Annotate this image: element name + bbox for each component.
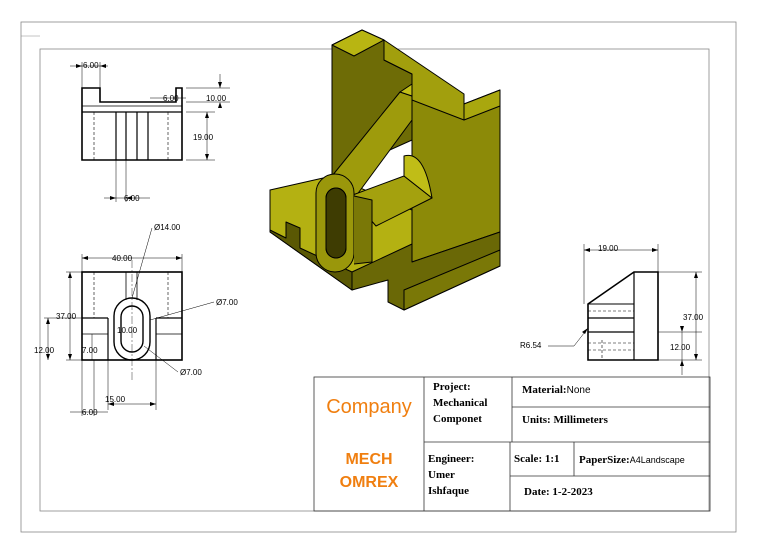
- dim-top-offset: 12.00: [34, 346, 55, 355]
- dim-top-left-small: 7.00: [82, 346, 98, 355]
- engineer-label: Engineer:: [428, 453, 475, 465]
- top-view: [44, 227, 215, 416]
- engineer-line2: Ishfaque: [428, 485, 469, 497]
- dim-side-radius: R6.54: [520, 341, 542, 350]
- company-line1: MECH: [345, 451, 393, 468]
- material-label: Material:: [522, 384, 567, 396]
- units-label: Units:: [522, 414, 551, 426]
- dim-side-bottom: 12.00: [670, 343, 691, 352]
- company-name: Company: [326, 396, 412, 418]
- units-field: Units: Millimeters: [522, 412, 608, 428]
- date-value: 1-2-2023: [552, 486, 593, 498]
- units-value: Millimeters: [553, 414, 608, 426]
- material-value: None: [566, 385, 591, 396]
- dim-side-height: 37.00: [683, 313, 704, 322]
- engineer-line1: Umer: [428, 469, 455, 481]
- dim-top-width: 40.00: [112, 254, 133, 263]
- side-view: [548, 244, 702, 375]
- dim-front-slot-width: 6.00: [163, 94, 179, 103]
- dim-top-inner: 10.00: [117, 326, 138, 335]
- dim-front-bottom-width: 6.00: [124, 194, 140, 203]
- dim-front-top-width: 6.00: [83, 61, 99, 70]
- papersize-value: A4Landscape: [629, 455, 685, 465]
- project-block: Project: Mechanical Componet: [433, 379, 487, 427]
- dim-top-depth: 37.00: [56, 312, 77, 321]
- date-field: Date: 1-2-2023: [524, 484, 593, 500]
- scale-value: 1:1: [544, 453, 560, 465]
- front-view: [70, 62, 230, 202]
- scale-label: Scale:: [514, 453, 543, 465]
- dim-top-hole-small: Ø7.00: [216, 298, 238, 307]
- material-field: Material:None: [522, 382, 591, 399]
- isometric-model: [269, 29, 501, 311]
- papersize-field: PaperSize:A4Landscape: [579, 452, 685, 468]
- scale-field: Scale: 1:1: [514, 451, 560, 467]
- outer-border: [20, 21, 737, 533]
- project-line1: Mechanical: [433, 397, 488, 409]
- project-line2: Componet: [433, 413, 482, 425]
- dim-top-hole-dia: Ø14.00: [154, 223, 181, 232]
- dim-top-bottom-width: 15.00: [105, 395, 126, 404]
- date-label: Date:: [524, 486, 550, 498]
- dim-top-bottom-left: 6.00: [82, 408, 98, 417]
- dim-front-total-height: 19.00: [193, 133, 214, 142]
- company-line2: OMREX: [339, 474, 399, 491]
- dim-top-hole-small2: Ø7.00: [180, 368, 202, 377]
- engineer-block: Engineer: Umer Ishfaque: [428, 451, 474, 499]
- project-label: Project:: [433, 381, 471, 393]
- title-block-grid: [313, 376, 711, 512]
- dim-front-top-height: 10.00: [206, 94, 227, 103]
- papersize-label: PaperSize:: [579, 454, 630, 466]
- dim-side-top-width: 19.00: [598, 244, 619, 253]
